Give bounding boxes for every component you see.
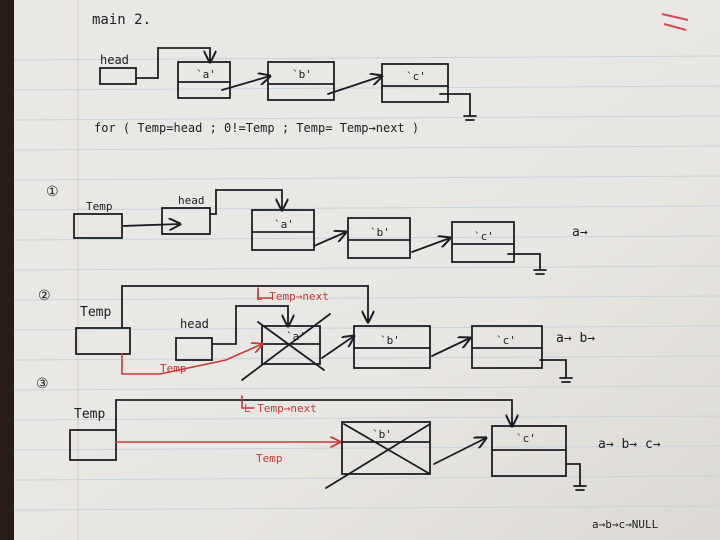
s2-temp-label: Temp bbox=[80, 305, 111, 320]
s1-temp-label: Temp bbox=[86, 200, 113, 213]
s3-node-c bbox=[491, 425, 567, 477]
intro-head-arrow bbox=[135, 47, 210, 79]
step3-number: ③ bbox=[36, 376, 49, 392]
s1-node-b-label: `b' bbox=[370, 226, 390, 239]
s3-temp-arrow bbox=[115, 399, 512, 431]
intro-node-c-label: `c' bbox=[406, 70, 426, 83]
intro-node-a-label: `a' bbox=[196, 68, 216, 81]
intro-null-ground bbox=[439, 93, 477, 121]
s3-temp-label: Temp bbox=[74, 407, 105, 422]
page-title: main 2. bbox=[92, 12, 151, 28]
ruled-lines bbox=[13, 55, 720, 511]
s1-head-box bbox=[161, 207, 211, 235]
intro-head-label: head bbox=[100, 53, 129, 67]
intro-head-box bbox=[99, 67, 137, 85]
s1-null-ground bbox=[507, 253, 547, 275]
s2-node-a-label: `a' bbox=[286, 330, 306, 343]
for-loop-text: for ( Temp=head ; 0!=Temp ; Temp= Temp→n… bbox=[94, 121, 419, 135]
s1-output: a→ bbox=[572, 225, 588, 240]
s3-b-to-c-arrow bbox=[433, 438, 486, 465]
s2-head-label: head bbox=[180, 317, 209, 331]
s1-temp-arrow bbox=[121, 224, 180, 226]
s2-null-ground bbox=[539, 359, 573, 383]
s3-node-b-deleted bbox=[341, 421, 431, 475]
s3-temp-box bbox=[69, 429, 117, 461]
s2-delete-cross bbox=[241, 313, 331, 381]
s3-node-b-label: `b' bbox=[372, 428, 392, 441]
s2-a-to-b-arrow bbox=[321, 336, 354, 359]
paper-sheet bbox=[14, 0, 720, 540]
s1-a-to-b-arrow bbox=[313, 232, 346, 247]
corner-mark bbox=[661, 13, 689, 31]
s3-output: a→ b→ c→ bbox=[598, 437, 661, 452]
intro-b-to-c-arrow bbox=[327, 76, 382, 95]
s2-red-temp-label: Temp bbox=[160, 362, 187, 375]
s3-red-next-bracket bbox=[241, 395, 255, 409]
s1-head-label: head bbox=[178, 194, 205, 207]
s1-b-to-c-arrow bbox=[411, 238, 450, 253]
s3-null-ground bbox=[565, 463, 587, 491]
intro-a-to-b-arrow bbox=[221, 76, 270, 91]
s3-node-c-label: `c' bbox=[516, 432, 536, 445]
s2-node-c-label: `c' bbox=[496, 334, 516, 347]
s2-output: a→ b→ bbox=[556, 331, 595, 346]
s2-temp-arrow bbox=[121, 285, 368, 329]
step2-number: ② bbox=[38, 288, 51, 304]
s3-red-temp-label: Temp bbox=[256, 452, 283, 465]
s2-b-to-c-arrow bbox=[431, 338, 470, 357]
s2-temp-box bbox=[75, 327, 131, 355]
s3-red-next-label: L Temp→next bbox=[244, 402, 317, 415]
s2-red-temp-arrow bbox=[121, 344, 262, 375]
s2-head-arrow bbox=[211, 305, 288, 345]
s2-head-box bbox=[175, 337, 213, 361]
step1-number: ① bbox=[46, 184, 59, 200]
s1-node-a-label: `a' bbox=[274, 218, 294, 231]
s1-node-c-label: `c' bbox=[474, 230, 494, 243]
s1-node-a bbox=[251, 209, 315, 251]
s3-delete-cross bbox=[325, 423, 431, 489]
final-output: a→b→c→NULL bbox=[592, 518, 659, 531]
intro-node-b-label: `b' bbox=[292, 68, 312, 81]
s2-node-b-label: `b' bbox=[380, 334, 400, 347]
s2-red-next-label: L Temp→next bbox=[256, 290, 329, 303]
s1-head-arrow bbox=[209, 189, 282, 215]
s2-red-next-bracket bbox=[257, 287, 273, 299]
